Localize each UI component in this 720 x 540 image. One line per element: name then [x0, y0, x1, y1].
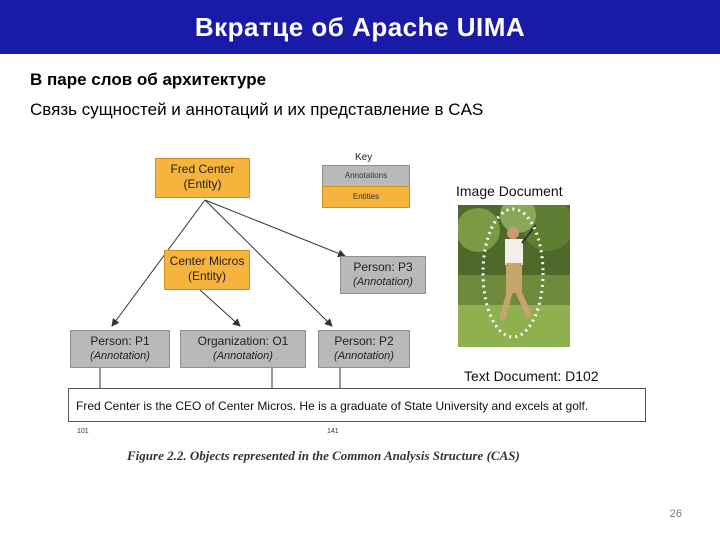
subtitle-architecture: В паре слов об архитектуре: [30, 70, 267, 89]
entity-center-micros: Center Micros (Entity): [164, 250, 250, 290]
entity-center-micros-name: Center Micros: [169, 254, 245, 268]
annotation-person-p1-name: Person: P1: [90, 334, 150, 348]
annotation-person-p3: Person: P3 (Annotation): [340, 256, 426, 294]
entity-fred-center-type: (Entity): [183, 177, 222, 191]
entity-fred-center-name: Fred Center: [170, 162, 235, 176]
entity-fred-center: Fred Center (Entity): [155, 158, 250, 198]
slide-title: Вкратце об Apache UIMA: [194, 11, 526, 42]
text-document-title: Text Document: D102: [464, 368, 599, 384]
annotation-person-p3-name: Person: P3: [353, 260, 413, 274]
subtitle-cas: Связь сущностей и аннотаций и их предста…: [30, 100, 484, 119]
edge-cm-to-o1: [199, 289, 241, 327]
edge-fred-to-p2: [204, 199, 333, 327]
entity-center-micros-type: (Entity): [187, 269, 226, 283]
page-number: 26: [669, 508, 682, 520]
offset-start: 101: [77, 428, 89, 435]
annotation-person-p2: Person: P2 (Annotation): [318, 330, 410, 368]
edge-fred-to-p3: [204, 199, 346, 258]
key-annotations: Annotations: [322, 165, 410, 187]
text-document-content: Fred Center is the CEO of Center Micros.…: [76, 399, 589, 413]
annotation-organization-o1-name: Organization: O1: [197, 334, 289, 348]
annotation-organization-o1-type: (Annotation): [213, 350, 273, 362]
key-title: Key: [355, 152, 373, 163]
annotation-person-p2-type: (Annotation): [334, 350, 394, 362]
title-bar: Вкратце об Apache UIMA: [0, 0, 720, 54]
golfer-photo: [458, 205, 570, 347]
figure-caption: Figure 2.2. Objects represented in the C…: [127, 448, 520, 463]
annotation-organization-o1: Organization: O1 (Annotation): [180, 330, 306, 368]
key-annotations-label: Annotations: [344, 171, 388, 180]
key-entities-label: Entities: [352, 192, 380, 201]
key-entities: Entities: [322, 186, 410, 208]
annotation-person-p1-type: (Annotation): [90, 350, 150, 362]
offset-mid: 141: [327, 428, 339, 435]
image-document-title: Image Document: [456, 183, 563, 199]
text-document: Fred Center is the CEO of Center Micros.…: [68, 388, 646, 422]
annotation-person-p1: Person: P1 (Annotation): [70, 330, 170, 368]
annotation-person-p2-name: Person: P2: [334, 334, 394, 348]
edge-fred-to-p1: [111, 199, 206, 327]
annotation-person-p3-type: (Annotation): [353, 276, 413, 288]
